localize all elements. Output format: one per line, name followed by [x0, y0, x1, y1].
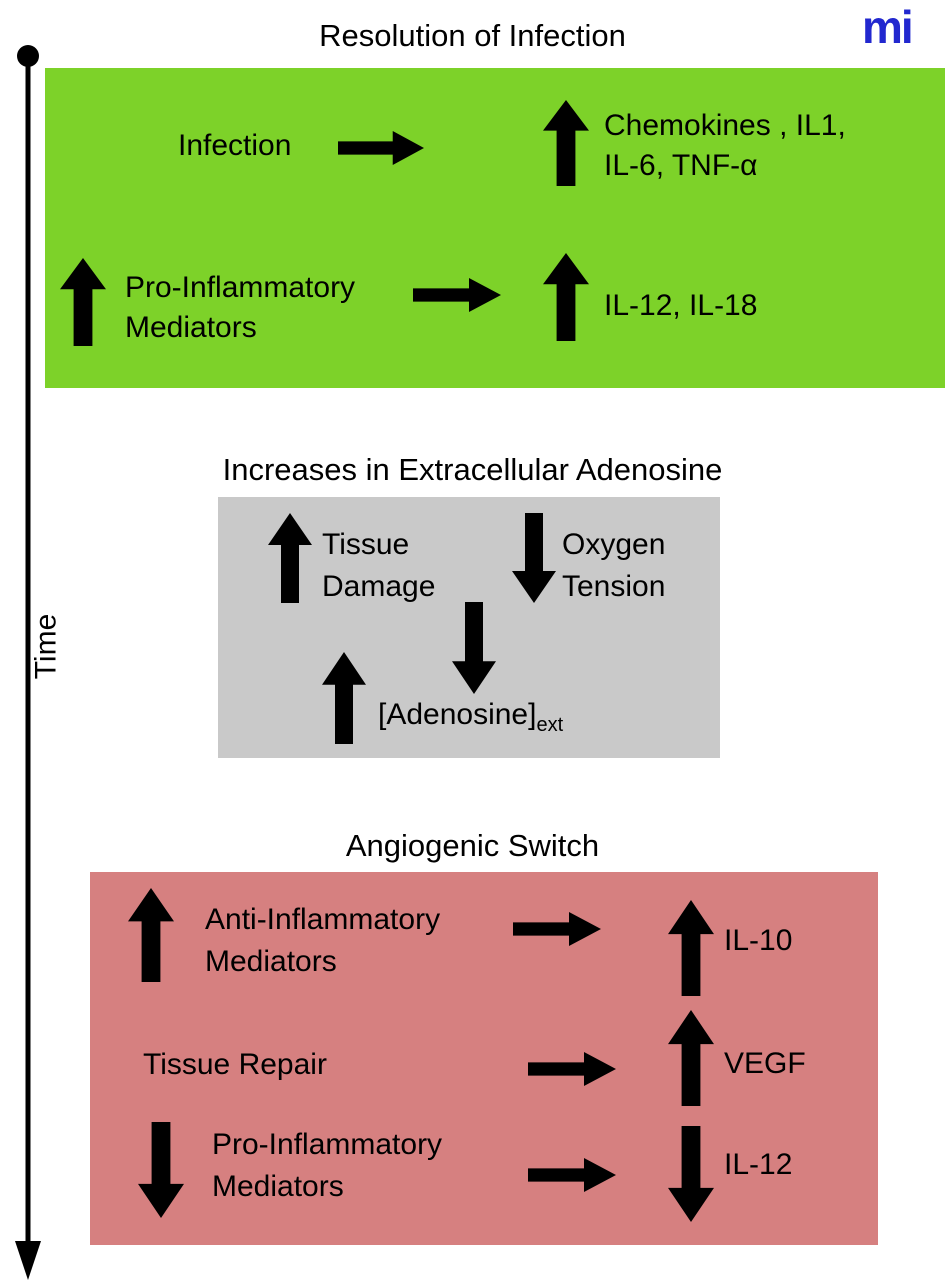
- up-arrow-icon: [128, 888, 174, 982]
- resolution-box: [45, 68, 945, 388]
- pro-inflammatory-down-line2: Mediators: [212, 1170, 344, 1203]
- oxygen-tension-line2: Tension: [562, 570, 666, 603]
- adenosine-title: Increases in Extracellular Adenosine: [222, 452, 723, 487]
- il12-il18-label: IL-12, IL-18: [604, 289, 758, 322]
- resolution-title: Resolution of Infection: [319, 18, 626, 53]
- right-arrow-icon: [338, 131, 424, 165]
- anti-inflammatory-line1: Anti-Inflammatory: [205, 903, 441, 936]
- tissue-damage-line1: Tissue: [322, 528, 410, 561]
- down-arrow-icon: [668, 1126, 714, 1222]
- pro-inflammatory-down-line1: Pro-Inflammatory: [212, 1128, 443, 1161]
- angiogenic-title: Angiogenic Switch: [345, 828, 600, 863]
- adenosine-subscript: ext: [536, 714, 564, 736]
- pro-inflammatory-line2: Mediators: [125, 311, 257, 344]
- up-arrow-icon: [322, 652, 366, 744]
- tissue-repair-label: Tissue Repair: [143, 1048, 327, 1081]
- up-arrow-icon: [543, 253, 589, 341]
- chemokines-line1: Chemokines , IL1,: [604, 109, 846, 142]
- right-arrow-icon: [513, 912, 601, 946]
- adenosine-base: [Adenosine]: [378, 698, 537, 731]
- tissue-damage-line2: Damage: [322, 570, 436, 603]
- up-arrow-icon: [268, 513, 312, 603]
- time-axis-arrow: [15, 45, 41, 1280]
- vegf-label: VEGF: [724, 1047, 806, 1080]
- up-arrow-icon: [668, 900, 714, 996]
- up-arrow-icon: [60, 258, 106, 346]
- il10-label: IL-10: [724, 924, 793, 957]
- chemokines-line2: IL-6, TNF-α: [604, 149, 758, 182]
- up-arrow-icon: [543, 100, 589, 186]
- right-arrow-icon: [528, 1052, 616, 1086]
- angiogenic-box: [90, 872, 878, 1245]
- time-axis-label: Time: [29, 613, 63, 680]
- right-arrow-icon: [528, 1158, 616, 1192]
- pro-inflammatory-line1: Pro-Inflammatory: [125, 271, 356, 304]
- adenosine-ext-label: [Adenosine]ext: [378, 698, 563, 736]
- il12-label: IL-12: [724, 1148, 793, 1181]
- right-arrow-icon: [413, 278, 501, 312]
- infection-label: Infection: [178, 129, 292, 162]
- down-arrow-icon: [452, 602, 496, 694]
- down-arrow-icon: [512, 513, 556, 603]
- anti-inflammatory-line2: Mediators: [205, 945, 337, 978]
- down-arrow-icon: [138, 1122, 184, 1218]
- oxygen-tension-line1: Oxygen: [562, 528, 666, 561]
- journal-logo: mi: [862, 1, 914, 53]
- up-arrow-icon: [668, 1010, 714, 1106]
